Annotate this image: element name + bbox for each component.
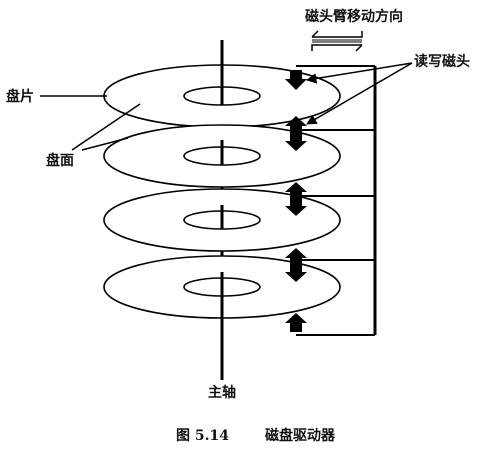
arm-direction-label: 磁头臂移动方向 bbox=[305, 8, 403, 25]
arrow-right-icon bbox=[311, 44, 363, 52]
head-icon bbox=[285, 70, 307, 90]
surface-label: 盘面 bbox=[46, 152, 74, 169]
arrow-left-icon bbox=[311, 30, 363, 38]
head-icon bbox=[285, 200, 307, 216]
head-icon bbox=[285, 182, 307, 200]
figure-title: 磁盘驱动器 bbox=[265, 427, 336, 444]
figure-number: 图 5.14 bbox=[176, 428, 229, 444]
platter-label: 盘片 bbox=[6, 88, 34, 105]
actuator-arm bbox=[296, 65, 377, 336]
head-icon bbox=[285, 116, 307, 135]
head-icon bbox=[285, 313, 307, 332]
spindle-label: 主轴 bbox=[208, 384, 236, 401]
arm-direction-arrows bbox=[311, 30, 363, 52]
read-write-heads bbox=[285, 70, 307, 332]
head-icon bbox=[285, 135, 307, 151]
head-icon bbox=[285, 248, 307, 265]
leader-lines bbox=[40, 62, 413, 151]
head-icon bbox=[285, 265, 307, 282]
read-write-heads-label: 读写磁头 bbox=[414, 53, 470, 70]
